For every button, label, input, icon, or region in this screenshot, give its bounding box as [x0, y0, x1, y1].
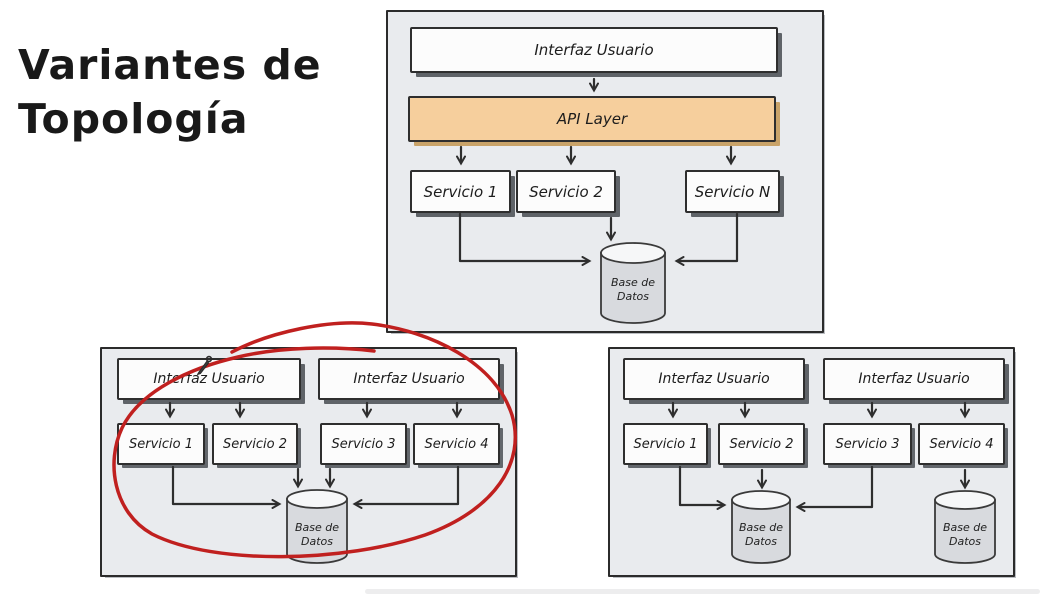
- database-label-br-1: Base de Datos: [738, 521, 784, 548]
- api-layer-box: API Layer: [408, 96, 776, 142]
- service-box-br-2: Servicio 2: [718, 423, 805, 465]
- service-box-bl-2: Servicio 2: [212, 423, 298, 465]
- ui-box-br-1: Interfaz Usuario: [623, 358, 805, 400]
- database-label-br-2: Base de Datos: [942, 521, 988, 548]
- ui-box-br-2: Interfaz Usuario: [823, 358, 1005, 400]
- page-title: Variantes de Topología: [18, 41, 322, 144]
- database-label-top: Base de Datos: [610, 276, 656, 303]
- service-box-bl-4: Servicio 4: [413, 423, 500, 465]
- service-box-bl-1: Servicio 1: [117, 423, 205, 465]
- service-box-top-1: Servicio 1: [410, 170, 511, 213]
- service-box-top-n: Servicio N: [685, 170, 780, 213]
- service-box-br-1: Servicio 1: [623, 423, 708, 465]
- service-box-br-3: Servicio 3: [823, 423, 912, 465]
- service-box-br-4: Servicio 4: [918, 423, 1005, 465]
- service-box-bl-3: Servicio 3: [320, 423, 407, 465]
- bottom-progress-bar: [365, 589, 1040, 594]
- ui-box-bl-2: Interfaz Usuario: [318, 358, 500, 400]
- database-label-bl: Base de Datos: [294, 521, 340, 548]
- service-box-top-2: Servicio 2: [516, 170, 616, 213]
- ui-box-bl-1: Interfaz Usuario: [117, 358, 301, 400]
- ui-box-top: Interfaz Usuario: [410, 27, 778, 73]
